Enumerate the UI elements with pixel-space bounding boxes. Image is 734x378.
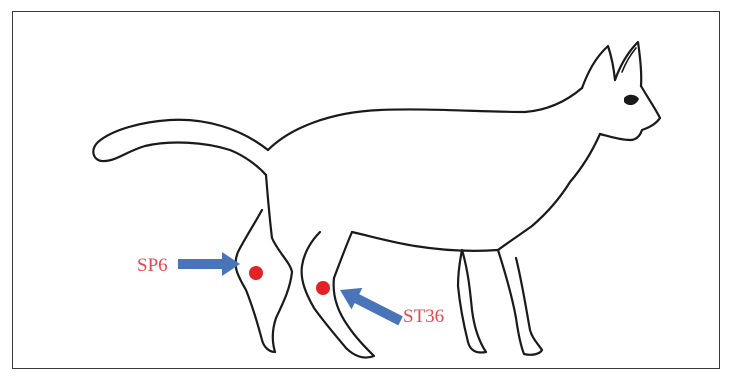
sp6-arrow — [178, 252, 240, 276]
cat-ear-back — [582, 46, 615, 88]
cat-tail — [93, 120, 268, 175]
sp6-marker — [249, 266, 263, 280]
sp6-label: SP6 — [137, 255, 168, 276]
cat-belly — [352, 232, 498, 251]
cat-front-leg-left — [458, 250, 486, 353]
cat-front-leg-right — [498, 250, 542, 355]
st36-marker — [316, 281, 330, 295]
cat-ear-front — [615, 42, 641, 86]
cat-eye — [624, 95, 639, 105]
cat-chest — [498, 134, 600, 250]
st36-label: ST36 — [403, 306, 444, 327]
cat-hind-leg-left — [236, 175, 292, 352]
cat-hind-leg-right — [302, 232, 374, 358]
cat-back — [268, 88, 582, 150]
cat-face — [600, 86, 660, 140]
